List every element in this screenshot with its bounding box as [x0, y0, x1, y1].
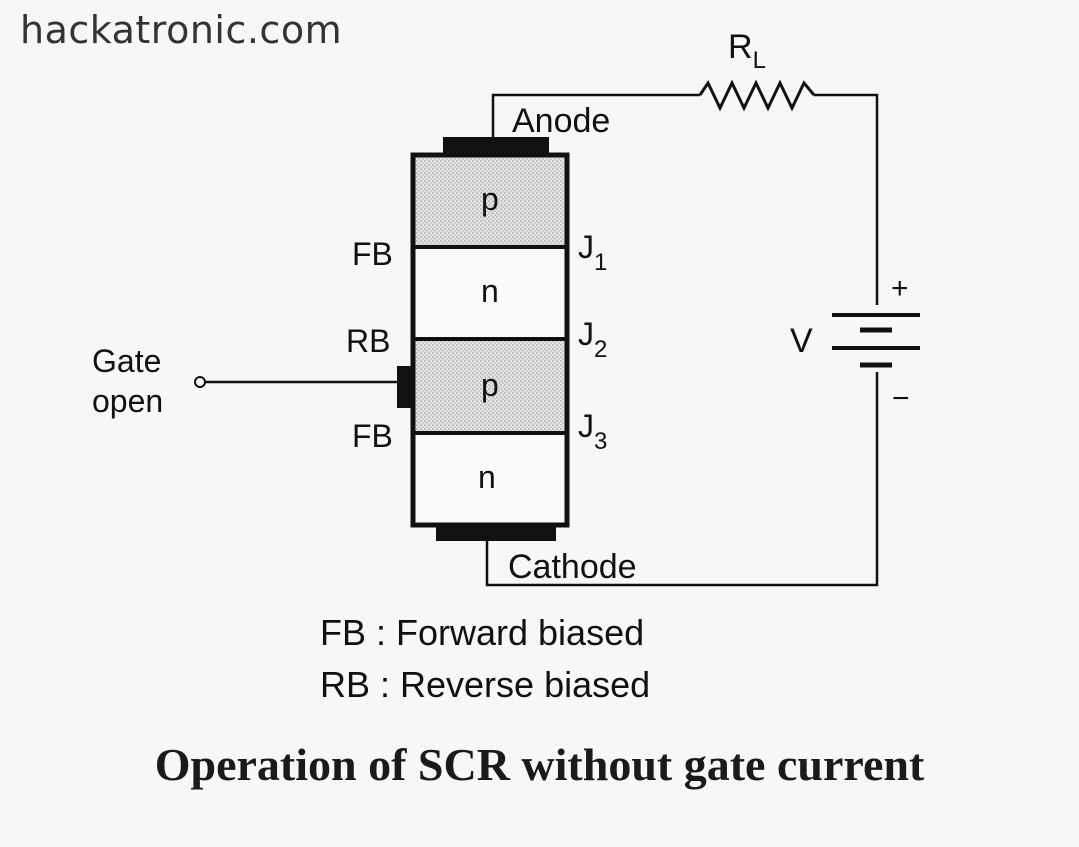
legend-rb: RB : Reverse biased: [320, 664, 651, 705]
resistor-label: RL: [728, 28, 766, 74]
anode-wire: [491, 93, 700, 137]
junction-j2-sub: 2: [594, 336, 607, 363]
resistor-label-main: R: [728, 28, 753, 66]
plus-sign: +: [891, 272, 909, 305]
bias-label-j3: FB: [352, 418, 393, 454]
layer-label-p1: p: [481, 181, 499, 217]
layer-p2: [413, 339, 567, 433]
resistor-label-sub: L: [753, 47, 766, 74]
junction-j2-name: J: [578, 316, 594, 352]
right-wire-top: [814, 93, 879, 305]
junction-label-j3: J3: [578, 408, 607, 455]
junction-j3-sub: 3: [594, 428, 607, 455]
cathode-label: Cathode: [508, 548, 637, 586]
layer-label-p2: p: [481, 367, 499, 403]
source-label: V: [790, 322, 813, 360]
right-wire-bottom: [485, 372, 879, 587]
layer-label-n1: n: [481, 273, 499, 309]
gate-contact: [397, 366, 413, 408]
bias-label-j2: RB: [346, 323, 390, 359]
minus-sign: −: [892, 382, 910, 415]
layer-n1: [413, 247, 567, 339]
figure-caption: Operation of SCR without gate current: [154, 739, 925, 790]
gate-label-2: open: [92, 383, 163, 419]
bias-label-j1: FB: [352, 236, 393, 272]
layer-p1: [413, 155, 567, 247]
junction-j1-sub: 1: [594, 249, 607, 276]
legend-fb: FB : Forward biased: [320, 612, 645, 653]
layer-n2: [413, 433, 567, 525]
cathode-contact: [436, 525, 556, 541]
anode-label: Anode: [512, 102, 610, 140]
watermark: hackatronic.com: [20, 8, 343, 52]
junction-j1-name: J: [578, 229, 594, 265]
junction-label-j1: J1: [578, 229, 607, 276]
layer-label-n2: n: [478, 459, 496, 495]
anode-contact: [443, 137, 549, 155]
gate-label-1: Gate: [92, 343, 161, 379]
gate-terminal: [194, 376, 206, 388]
resistor-symbol: [698, 79, 816, 112]
junction-label-j2: J2: [578, 316, 607, 363]
junction-j3-name: J: [578, 408, 594, 444]
